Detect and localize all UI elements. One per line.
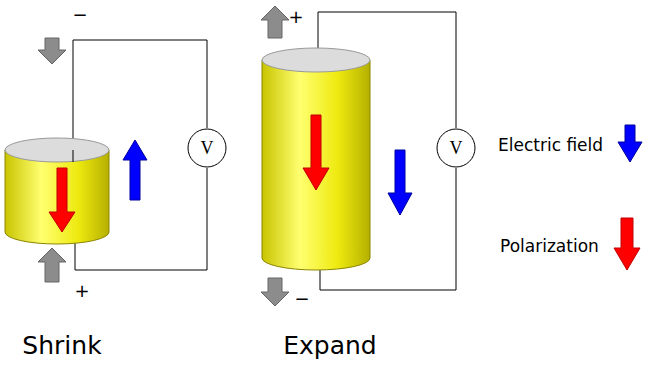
wire: [73, 40, 207, 150]
force-arrow: [261, 6, 289, 38]
wire: [73, 150, 74, 162]
polarization-arrow: [49, 168, 75, 232]
label-holder: +: [288, 6, 303, 27]
force-arrow: [38, 248, 66, 282]
field-arrow: [388, 150, 412, 215]
legend-entry: Electric field: [498, 135, 603, 155]
label-holder: −: [72, 4, 87, 25]
voltmeter-symbol: V: [450, 138, 463, 159]
state-caption: Expand: [283, 331, 377, 360]
cylinder-top: [262, 48, 370, 72]
polarization-arrow: [303, 115, 329, 190]
electrode-sign: −: [294, 288, 309, 309]
electrode-sign: +: [288, 6, 303, 27]
electrode-sign: +: [74, 280, 89, 301]
voltmeter-circle: V: [436, 128, 476, 168]
legend-text: Polarization: [500, 236, 599, 256]
force-arrow: [38, 38, 66, 64]
label-holder: −: [294, 288, 309, 309]
state-caption: Shrink: [22, 331, 101, 360]
voltmeter-circle: V: [187, 128, 227, 168]
label-holder: +: [74, 280, 89, 301]
electrode-sign: −: [72, 4, 87, 25]
legend-entry: Polarization: [500, 236, 599, 256]
voltmeter-ring: [188, 129, 226, 167]
legend-polarization-arrow: [614, 218, 640, 270]
force-arrow: [261, 278, 289, 306]
legend-field-arrow: [618, 125, 642, 162]
voltmeter-ring: [437, 129, 475, 167]
piezo-cylinder: [5, 150, 109, 244]
label-holder: Shrink: [22, 331, 101, 360]
voltmeter-symbol: V: [201, 138, 214, 159]
field-arrow: [123, 140, 147, 200]
piezo-cylinder: [262, 60, 370, 270]
cylinder-top: [5, 138, 109, 162]
label-holder: Expand: [283, 331, 377, 360]
legend-text: Electric field: [498, 135, 603, 155]
